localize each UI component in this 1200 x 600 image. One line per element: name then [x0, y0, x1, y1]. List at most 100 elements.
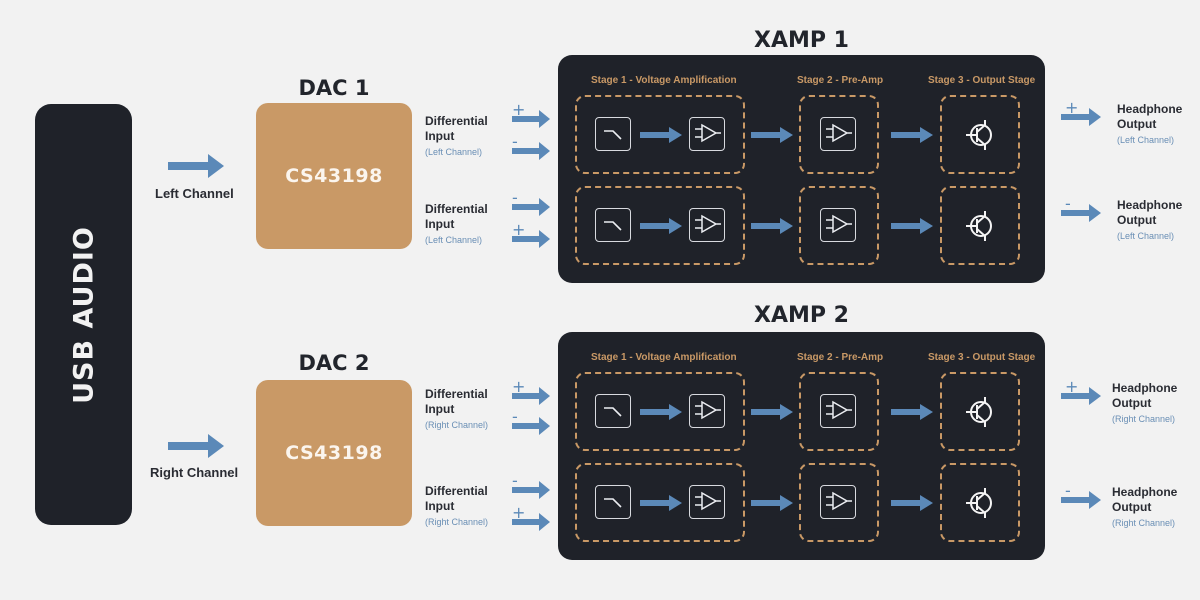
stage-arrow-icon [640, 127, 682, 143]
output-title: Headphone [1117, 198, 1183, 212]
dac2-input2-sign-minus: - [512, 471, 518, 490]
dac1-input1-label: Differential Input (Left Channel) [425, 114, 488, 157]
usb-audio-label: USB AUDIO [68, 225, 99, 404]
xamp2-stage1-label: Stage 1 - Voltage Amplification [591, 352, 737, 363]
stage-arrow-icon [891, 127, 933, 143]
output-arrow-icon [1061, 387, 1101, 405]
xamp1-title: XAMP 1 [754, 28, 849, 53]
op-amp-icon [689, 117, 725, 151]
xamp2-stage3-group [940, 372, 1020, 451]
input-arrow-icon [512, 387, 550, 405]
output-title2: Output [1112, 500, 1152, 514]
xamp2-stage1-group [575, 372, 745, 451]
output-title: Headphone [1112, 381, 1178, 395]
stage-arrow-icon [640, 218, 682, 234]
xamp1-output1-sign: + [1065, 98, 1079, 117]
left-channel-label: Left Channel [155, 186, 234, 201]
xamp2-title: XAMP 2 [754, 303, 849, 328]
xamp1-block: Stage 1 - Voltage Amplification Stage 2 -… [558, 55, 1045, 283]
dac2-chip-label: CS43198 [285, 442, 383, 464]
op-amp-icon [689, 394, 725, 428]
output-channel: (Right Channel) [1112, 518, 1176, 528]
transistor-icon [960, 392, 1000, 432]
low-pass-filter-icon [595, 394, 631, 428]
xamp1-stage3-group [940, 186, 1020, 265]
input-arrow-icon [512, 513, 550, 531]
dac2-input2-label: Differential Input (Right Channel) [425, 484, 489, 527]
op-amp-icon [820, 394, 856, 428]
xamp2-stage2-label: Stage 2 - Pre-Amp [797, 352, 884, 363]
output-channel: (Left Channel) [1117, 135, 1175, 145]
xamp2-block: Stage 1 - Voltage Amplification Stage 2 -… [558, 332, 1045, 560]
dac2-title: DAC 2 [298, 351, 370, 375]
input-arrow-icon [512, 230, 550, 248]
dac1-input2-sign-minus: - [512, 188, 518, 207]
right-channel-label: Right Channel [150, 465, 239, 480]
stage-arrow-icon [891, 218, 933, 234]
xamp1-stage1-label: Stage 1 - Voltage Amplification [591, 75, 737, 86]
xamp2-stage1-group [575, 463, 745, 542]
xamp1-stage3-label: Stage 3 - Output Stage [928, 75, 1036, 86]
stage-arrow-icon [751, 495, 793, 511]
xamp2-stage2-group [799, 463, 879, 542]
op-amp-icon [820, 485, 856, 519]
output-title2: Output [1117, 213, 1157, 227]
dac2-input1-label: Differential Input (Right Channel) [425, 387, 489, 430]
transistor-icon [960, 115, 1000, 155]
low-pass-filter-icon [595, 485, 631, 519]
left-channel-arrow-icon [168, 154, 224, 178]
op-amp-icon [689, 485, 725, 519]
xamp2-output1-sign: + [1065, 377, 1079, 396]
output-arrow-icon [1061, 108, 1101, 126]
dac1-input2-label: Differential Input (Left Channel) [425, 202, 488, 245]
xamp2-stage2-group [799, 372, 879, 451]
stage-arrow-icon [751, 127, 793, 143]
output-arrow-icon [1061, 491, 1101, 509]
xamp2-output2-sign: - [1065, 481, 1071, 500]
xamp1-stage1-group [575, 95, 745, 174]
op-amp-icon [820, 117, 856, 151]
transistor-icon [960, 206, 1000, 246]
low-pass-filter-icon [595, 208, 631, 242]
stage-arrow-icon [751, 218, 793, 234]
right-channel-arrow-icon [168, 434, 224, 458]
dac1-block: CS43198 [256, 103, 412, 249]
dac2-input1-sign-plus: + [512, 377, 526, 396]
stage-arrow-icon [891, 495, 933, 511]
input-arrow-icon [512, 417, 550, 435]
stage-arrow-icon [640, 404, 682, 420]
xamp2-stage3-group [940, 463, 1020, 542]
dac1-input1-sign-plus: + [512, 100, 526, 119]
output-channel: (Right Channel) [1112, 414, 1176, 424]
xamp1-stage2-group [799, 95, 879, 174]
dac2-input1-sign-minus: - [512, 407, 518, 426]
usb-audio-block: USB AUDIO [35, 104, 132, 525]
xamp1-stage3-group [940, 95, 1020, 174]
xamp1-stage2-label: Stage 2 - Pre-Amp [797, 75, 884, 86]
stage-arrow-icon [751, 404, 793, 420]
dac1-input1-sign-minus: - [512, 132, 518, 151]
dac1-title: DAC 1 [298, 76, 370, 100]
stage-arrow-icon [640, 495, 682, 511]
output-title2: Output [1117, 117, 1157, 131]
xamp1-stage1-group [575, 186, 745, 265]
xamp1-output2-sign: - [1065, 194, 1071, 213]
output-channel: (Left Channel) [1117, 231, 1175, 241]
dac2-block: CS43198 [256, 380, 412, 526]
dac2-input2-sign-plus: + [512, 503, 526, 522]
output-title: Headphone [1117, 102, 1183, 116]
output-title2: Output [1112, 396, 1152, 410]
op-amp-icon [820, 208, 856, 242]
xamp1-stage2-group [799, 186, 879, 265]
output-arrow-icon [1061, 204, 1101, 222]
input-arrow-icon [512, 481, 550, 499]
low-pass-filter-icon [595, 117, 631, 151]
stage-arrow-icon [891, 404, 933, 420]
dac1-chip-label: CS43198 [285, 165, 383, 187]
op-amp-icon [689, 208, 725, 242]
input-arrow-icon [512, 142, 550, 160]
dac1-input2-sign-plus: + [512, 220, 526, 239]
